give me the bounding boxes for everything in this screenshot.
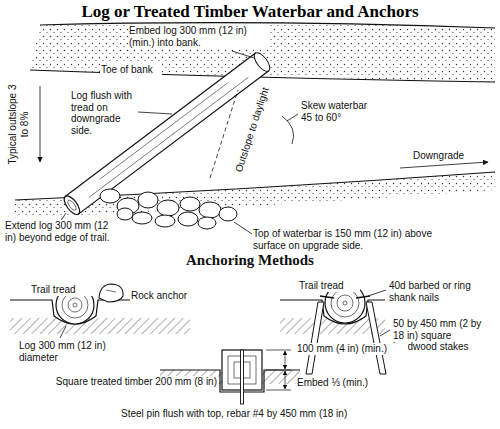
callout-label: Embed log 300 mm (12 in) (min.) into ban… bbox=[128, 25, 270, 48]
timber-anchor-detail-part bbox=[266, 350, 291, 351]
leader-lines-part bbox=[287, 114, 298, 121]
stake-anchor-detail-part bbox=[337, 295, 353, 311]
rock-anchor-detail-part bbox=[73, 303, 77, 307]
rock-armor-part bbox=[180, 197, 200, 211]
rock-armor-part bbox=[157, 200, 179, 216]
callout-label: Log flush with tread on downgrade side. bbox=[70, 90, 138, 136]
stake-anchor-detail-part bbox=[380, 330, 390, 336]
leader-lines-part bbox=[138, 112, 172, 114]
rock-armor-part bbox=[117, 208, 133, 220]
timber-anchor-detail-part bbox=[266, 390, 291, 391]
leader-lines bbox=[40, 51, 488, 234]
callout-label: Square treated timber 200 mm (8 in) bbox=[20, 376, 218, 388]
stake-anchor-detail bbox=[280, 283, 390, 374]
rock-armor-part bbox=[138, 192, 158, 208]
callout-label: 100 mm (4 in) (min.) bbox=[296, 343, 408, 355]
stake-anchor-detail-part bbox=[356, 296, 370, 298]
leader-lines-part bbox=[234, 222, 252, 234]
rock-anchor-detail-part bbox=[10, 300, 190, 324]
callout-label: Steel pin flush with top, rebar #4 by 45… bbox=[120, 408, 420, 420]
callout-label: Outslope to daylight bbox=[231, 80, 273, 179]
callout-label: Log 300 mm (12 in) diameter bbox=[18, 340, 114, 363]
timber-anchor-detail-part bbox=[285, 371, 286, 389]
rock-armor-part bbox=[178, 212, 198, 226]
callout-label: Trail tread bbox=[298, 280, 360, 292]
rock-anchor-detail-part bbox=[62, 292, 88, 318]
log-waterbar-part bbox=[251, 50, 272, 74]
rock-armor-part bbox=[132, 212, 152, 224]
rock-armor-part bbox=[198, 217, 216, 229]
leader-lines-part bbox=[400, 162, 488, 168]
callout-label: Embed ⅓ (min.) bbox=[296, 377, 396, 389]
callout-label: Trail tread bbox=[30, 284, 92, 296]
callout-label: Typical outslope 3 to 8% bbox=[7, 80, 30, 170]
timber-anchor-detail-part bbox=[285, 351, 286, 369]
callout-label: Downgrade bbox=[412, 150, 474, 162]
callout-label: Extend log 300 mm (12 in) beyond edge of… bbox=[4, 220, 116, 243]
timber-anchor-detail-part bbox=[241, 350, 244, 404]
callout-label: Toe of bank bbox=[100, 64, 162, 76]
log-waterbar bbox=[61, 50, 272, 217]
stake-anchor-detail-part bbox=[306, 302, 324, 374]
callout-label: Skew waterbar 45 to 60° bbox=[300, 100, 376, 123]
stake-anchor-detail-part bbox=[366, 302, 386, 374]
log-waterbar-part bbox=[65, 53, 268, 214]
diagram-title: Log or Treated Timber Waterbar and Ancho… bbox=[0, 2, 500, 22]
rock-anchor-detail-part bbox=[10, 318, 190, 334]
callout-label: Rock anchor bbox=[130, 290, 192, 302]
log-waterbar-part bbox=[66, 199, 77, 212]
section-heading: Anchoring Methods bbox=[150, 252, 350, 269]
rock-armor-part bbox=[199, 202, 221, 218]
leader-lines-part bbox=[232, 51, 254, 58]
timber-anchor-detail-part bbox=[266, 370, 291, 371]
stake-anchor-detail-part bbox=[320, 296, 334, 298]
rock-armor bbox=[100, 189, 237, 229]
rock-anchor-detail-part bbox=[68, 298, 82, 312]
stake-anchor-detail-part bbox=[343, 301, 347, 305]
leader-lines-part bbox=[40, 86, 41, 162]
rock-armor-part bbox=[100, 189, 120, 203]
stake-anchor-detail-part bbox=[331, 289, 359, 317]
callout-label: Top of waterbar is 150 mm (12 in) above … bbox=[252, 228, 444, 251]
rock-anchor-detail-part bbox=[99, 284, 123, 302]
rock-armor-part bbox=[155, 215, 175, 227]
log-waterbar-part bbox=[61, 193, 82, 217]
rock-armor-part bbox=[219, 207, 237, 221]
rock-anchor-detail-part bbox=[60, 326, 66, 338]
stake-anchor-detail-part bbox=[368, 290, 386, 296]
rock-anchor-detail-part bbox=[106, 290, 116, 292]
callout-label: 40d barbed or ring shank nails bbox=[388, 280, 494, 303]
